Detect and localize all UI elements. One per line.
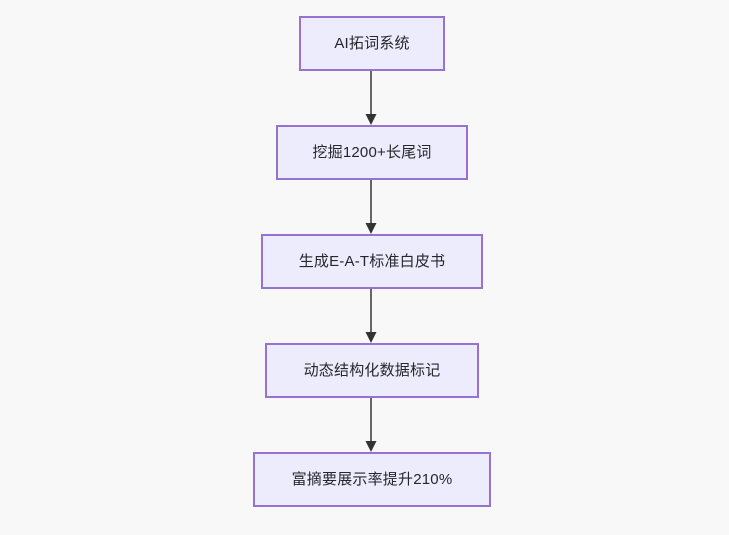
edge-n4-to-n5 — [361, 398, 381, 452]
flowchart-node-label: 生成E-A-T标准白皮书 — [298, 253, 446, 270]
flowchart-node-label: 富摘要展示率提升210% — [291, 471, 453, 488]
edge-n2-to-n3 — [361, 180, 381, 234]
flowchart-node-dynamic-structured-data-markup[interactable]: 动态结构化数据标记 — [265, 343, 479, 398]
flowchart-node-ai-keyword-system[interactable]: AI拓词系统 — [299, 16, 445, 71]
flowchart-node-label: AI拓词系统 — [334, 35, 410, 52]
flowchart-node-generate-eat-whitepaper[interactable]: 生成E-A-T标准白皮书 — [261, 234, 483, 289]
flowchart-node-label: 动态结构化数据标记 — [303, 362, 441, 379]
flowchart-node-label: 挖掘1200+长尾词 — [312, 144, 432, 161]
edge-n3-to-n4 — [361, 289, 381, 343]
edge-n1-to-n2 — [361, 71, 381, 125]
flowchart-node-mine-longtail-keywords[interactable]: 挖掘1200+长尾词 — [276, 125, 468, 180]
flowchart-node-rich-snippet-impression-lift[interactable]: 富摘要展示率提升210% — [253, 452, 491, 507]
